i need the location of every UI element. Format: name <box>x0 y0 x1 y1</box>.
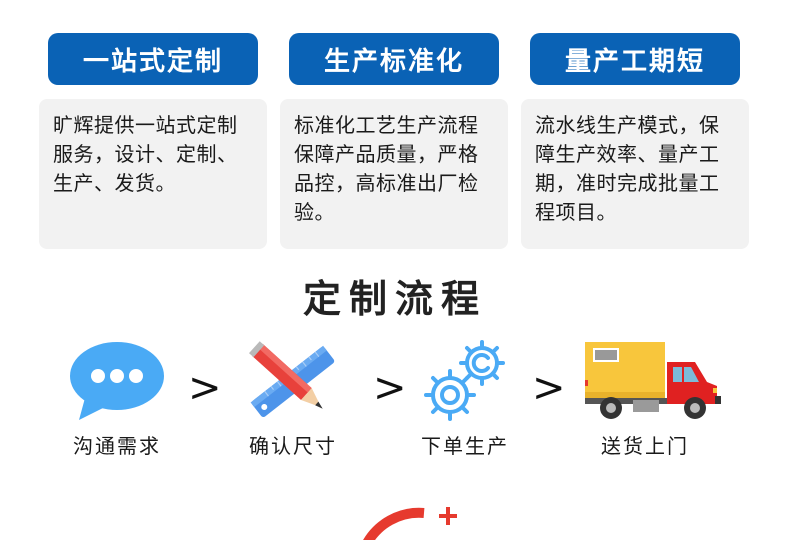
feature-title: 量产工期短 <box>530 33 740 85</box>
delivery-truck-icon <box>583 338 723 423</box>
pencil-ruler-icon <box>223 338 363 423</box>
gears-icon <box>395 338 535 423</box>
process-title: 定制流程 <box>302 277 487 321</box>
process-step-communicate: 沟通需求 <box>47 338 187 459</box>
process-step-production: 下单生产 <box>395 338 535 459</box>
feature-title: 生产标准化 <box>289 33 499 85</box>
step-label: 送货上门 <box>601 434 689 458</box>
step-label: 沟通需求 <box>73 434 161 458</box>
step-arrow-icon: > <box>532 365 566 411</box>
process-step-delivery: 送货上门 <box>583 338 723 459</box>
step-arrow-icon: > <box>373 365 407 411</box>
feature-title: 一站式定制 <box>48 33 258 85</box>
process-step-confirm-size: 确认尺寸 <box>223 338 363 459</box>
chat-bubble-icon <box>47 338 187 423</box>
step-arrow-icon: > <box>188 365 222 411</box>
step-label: 确认尺寸 <box>249 434 337 458</box>
feature-description: 标准化工艺生产流程保障产品质量，严格品控，高标准出厂检验。 <box>280 99 508 249</box>
feature-description: 流水线生产模式，保障生产效率、量产工期，准时完成批量工程项目。 <box>521 99 749 249</box>
decorative-arc-plus-icon <box>360 505 470 540</box>
feature-description: 旷辉提供一站式定制服务，设计、定制、生产、发货。 <box>39 99 267 249</box>
step-label: 下单生产 <box>421 434 509 458</box>
